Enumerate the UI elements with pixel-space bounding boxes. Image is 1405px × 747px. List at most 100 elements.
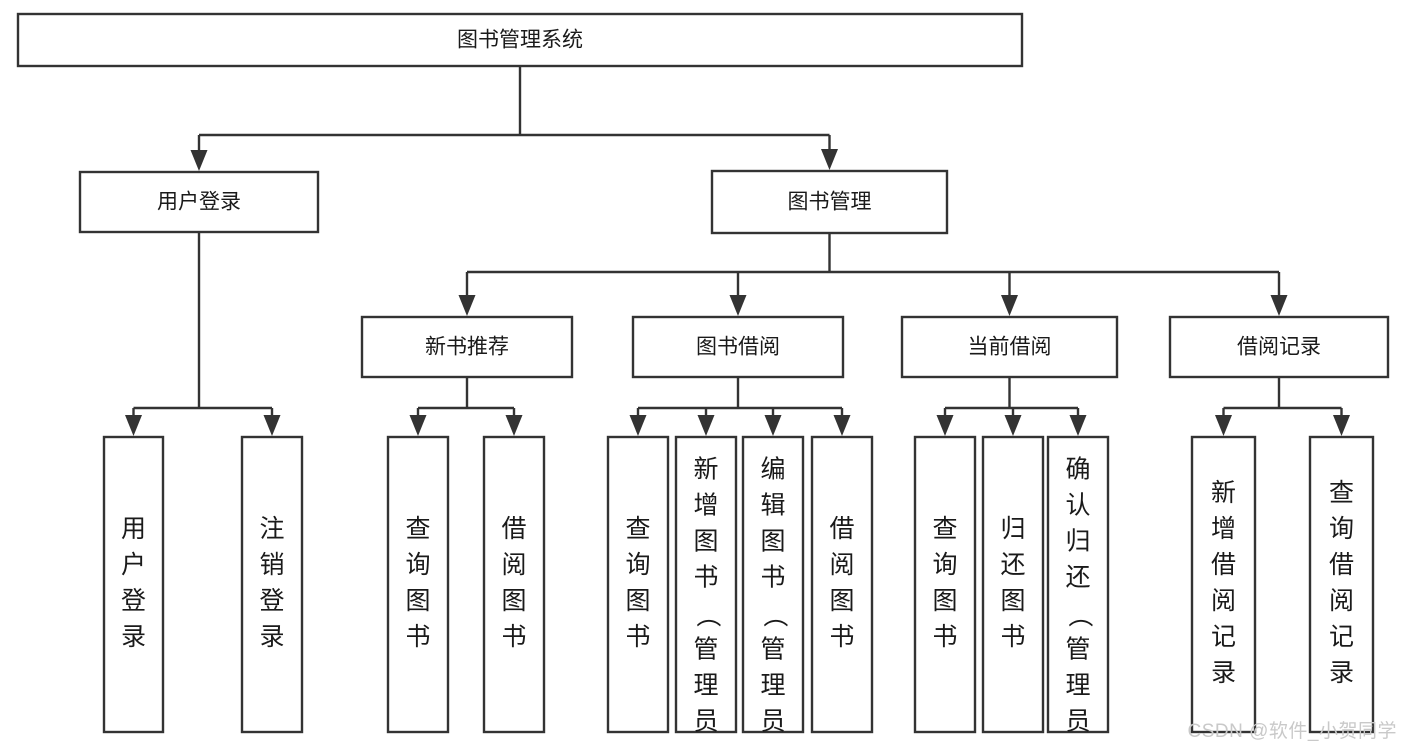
node-label-leaf-rec-1-char-4: 记: [1211, 623, 1236, 651]
node-box-leaf-bor-3[interactable]: [741, 435, 805, 734]
node-box-leaf-bor-2[interactable]: [674, 435, 738, 734]
node-label-leaf-bor-2-char-2: 图: [693, 528, 718, 556]
node-label-records: 借阅记录: [1237, 336, 1321, 359]
node-label-leaf-rec-2-char-3: 阅: [1329, 587, 1354, 615]
node-newbook[interactable]: 新书推荐: [360, 315, 574, 379]
node-box-newbook[interactable]: [360, 315, 574, 379]
node-box-leaf-login-2[interactable]: [240, 435, 304, 734]
node-label-leaf-new-1-char-0: 查: [405, 515, 430, 543]
node-box-borrow[interactable]: [631, 315, 845, 379]
node-label-leaf-rec-2-char-0: 查: [1329, 479, 1354, 507]
connectors-layer: [125, 66, 1350, 436]
csdn-watermark: CSDN @软件_小贺同学: [1187, 721, 1397, 742]
node-label-leaf-new-2-char-2: 图: [501, 587, 526, 615]
node-label-leaf-new-2-char-1: 阅: [501, 551, 526, 579]
node-box-leaf-cur-3[interactable]: [1046, 435, 1110, 734]
node-label-leaf-cur-1-char-3: 书: [932, 623, 957, 651]
node-login[interactable]: 用户登录: [78, 170, 320, 234]
node-label-leaf-cur-2-char-3: 书: [1000, 623, 1025, 651]
node-box-leaf-new-2[interactable]: [482, 435, 546, 734]
node-label-leaf-login-2-char-3: 录: [259, 623, 284, 651]
node-label-leaf-cur-2-char-2: 图: [1000, 587, 1025, 615]
node-label-leaf-bor-3-char-1: 辑: [760, 492, 785, 520]
node-label-leaf-cur-1-char-0: 查: [932, 515, 957, 543]
node-label-leaf-login-2-char-2: 登: [259, 587, 284, 615]
node-current[interactable]: 当前借阅: [900, 315, 1119, 379]
node-label-leaf-bor-1-char-2: 图: [625, 587, 650, 615]
node-label-leaf-rec-1-char-2: 借: [1211, 551, 1236, 579]
node-label-leaf-bor-1-char-0: 查: [625, 515, 650, 543]
node-label-leaf-cur-3-char-2: 归: [1065, 528, 1090, 556]
node-label-leaf-cur-1-char-1: 询: [932, 551, 957, 579]
node-label-leaf-login-1-char-1: 户: [121, 551, 146, 579]
node-label-leaf-cur-1-char-2: 图: [932, 587, 957, 615]
connector-group-root: [190, 66, 838, 171]
node-label-leaf-cur-2-char-0: 归: [1000, 515, 1025, 543]
node-box-root[interactable]: [16, 12, 1024, 68]
node-label-leaf-bor-3-char-0: 编: [760, 456, 785, 484]
node-label-login: 用户登录: [157, 191, 241, 214]
node-box-leaf-login-1[interactable]: [102, 435, 165, 734]
node-label-leaf-rec-1-char-1: 增: [1211, 515, 1236, 543]
node-box-login[interactable]: [78, 170, 320, 234]
node-box-leaf-bor-4[interactable]: [810, 435, 874, 734]
node-label-leaf-bor-4-char-3: 书: [829, 623, 854, 651]
node-label-newbook: 新书推荐: [425, 336, 509, 359]
connector-group-login: [125, 232, 281, 436]
node-box-leaf-cur-1[interactable]: [913, 435, 977, 734]
node-box-leaf-cur-2[interactable]: [981, 435, 1045, 734]
node-leaf-login-1[interactable]: 用户登录: [102, 435, 165, 734]
node-label-leaf-cur-3-char-0: 确: [1065, 456, 1090, 484]
node-label-leaf-cur-3-char-7: 员: [1065, 708, 1090, 736]
node-label-leaf-bor-4-char-1: 阅: [829, 551, 854, 579]
node-label-leaf-new-1-char-2: 图: [405, 587, 430, 615]
node-label-leaf-bor-3-char-6: 理: [760, 672, 785, 700]
connector-group-bookmgmt: [458, 233, 1288, 316]
node-label-leaf-new-2-char-0: 借: [501, 515, 526, 543]
node-box-leaf-rec-2[interactable]: [1308, 435, 1375, 734]
node-label-leaf-rec-2-char-2: 借: [1329, 551, 1354, 579]
node-label-leaf-rec-2-char-5: 录: [1329, 659, 1354, 687]
node-label-leaf-login-1-char-0: 用: [121, 515, 146, 543]
node-label-leaf-rec-2-char-4: 记: [1329, 623, 1354, 651]
node-box-records[interactable]: [1168, 315, 1390, 379]
node-borrow[interactable]: 图书借阅: [631, 315, 845, 379]
node-label-leaf-login-1-char-2: 登: [121, 587, 146, 615]
node-label-leaf-cur-3-char-3: 还: [1065, 564, 1090, 592]
node-label-leaf-bor-2-char-0: 新: [693, 456, 718, 484]
node-bookmgmt[interactable]: 图书管理: [710, 169, 949, 235]
node-box-leaf-rec-1[interactable]: [1190, 435, 1257, 734]
node-root[interactable]: 图书管理系统: [16, 12, 1024, 68]
node-label-leaf-bor-2-char-1: 增: [693, 492, 718, 520]
node-label-leaf-bor-3-char-5: 管: [760, 636, 785, 664]
node-records[interactable]: 借阅记录: [1168, 315, 1390, 379]
node-label-leaf-cur-3-char-5: 管: [1065, 636, 1090, 664]
node-label-leaf-rec-2-char-1: 询: [1329, 515, 1354, 543]
node-label-leaf-bor-2-char-4: （: [693, 602, 721, 627]
node-label-leaf-bor-2-char-7: 员: [693, 708, 718, 736]
node-label-leaf-bor-3-char-3: 书: [760, 564, 785, 592]
node-label-leaf-bor-3-char-4: （: [760, 602, 788, 627]
node-box-leaf-bor-1[interactable]: [606, 435, 670, 734]
node-label-leaf-new-1-char-1: 询: [405, 551, 430, 579]
node-label-leaf-rec-1-char-5: 录: [1211, 659, 1236, 687]
node-label-leaf-bor-2-char-5: 管: [693, 636, 718, 664]
node-box-current[interactable]: [900, 315, 1119, 379]
node-label-leaf-bor-4-char-0: 借: [829, 515, 854, 543]
node-label-leaf-login-2-char-0: 注: [259, 515, 284, 543]
node-box-leaf-new-1[interactable]: [386, 435, 450, 734]
node-box-bookmgmt[interactable]: [710, 169, 949, 235]
